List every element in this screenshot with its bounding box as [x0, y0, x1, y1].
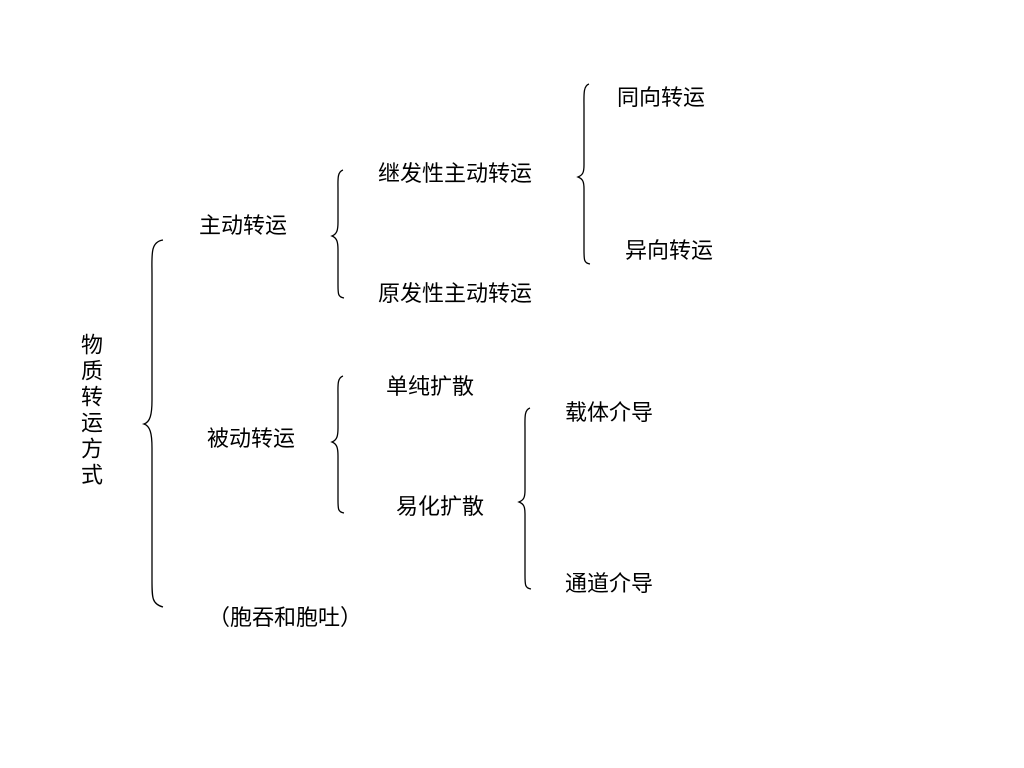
- active-transport-label: 主动转运: [199, 214, 288, 239]
- passive-transport-label: 被动转运: [207, 427, 296, 452]
- secondary-active-label: 继发性主动转运: [378, 162, 533, 187]
- channel-mediated-label: 通道介导: [565, 572, 654, 597]
- facilitated-brace: [517, 407, 532, 590]
- primary-active-label: 原发性主动转运: [378, 282, 533, 307]
- facilitated-diffusion-label: 易化扩散: [396, 495, 485, 520]
- root-label: 物质转运方式: [77, 333, 102, 489]
- root-brace: [141, 239, 164, 608]
- symport-label: 同向转运: [617, 86, 706, 111]
- simple-diffusion-label: 单纯扩散: [386, 375, 475, 400]
- endo-exocytosis-label: （胞吞和胞吐）: [208, 606, 363, 631]
- antiport-label: 异向转运: [625, 239, 714, 264]
- passive-brace: [330, 375, 345, 514]
- active-brace: [330, 169, 345, 299]
- secondary-brace: [576, 83, 591, 265]
- carrier-mediated-label: 载体介导: [565, 401, 654, 426]
